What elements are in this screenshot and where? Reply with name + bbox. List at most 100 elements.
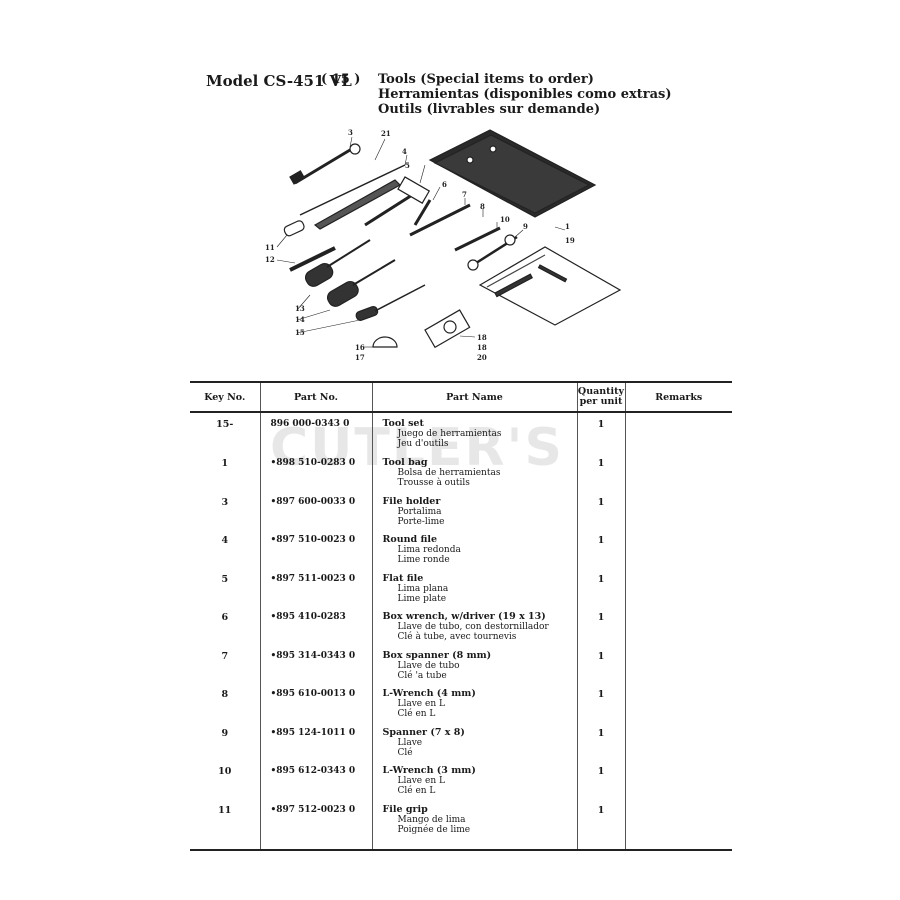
svg-text:10: 10 — [500, 215, 510, 224]
svg-text:5: 5 — [405, 161, 410, 170]
part-number: •898 510-0283 0 — [259, 458, 372, 497]
part-name-french: Jeu d'outils — [397, 439, 449, 449]
table-header-row: Key No. Part No. Part Name Quantity per … — [190, 381, 732, 413]
quantity: 1 — [576, 689, 625, 728]
svg-text:15: 15 — [295, 328, 305, 337]
part-name-spanish: Lima redonda — [397, 545, 461, 555]
part-number: 896 000-0343 0 — [259, 412, 372, 458]
key-no-header: Key No. — [190, 381, 260, 413]
part-name-french: Clé en L — [397, 709, 436, 719]
part-name-french: Clé en L — [397, 786, 436, 796]
part-name-french: Lime plate — [397, 593, 447, 604]
quantity: 1 — [576, 612, 625, 651]
svg-text:7: 7 — [462, 190, 467, 199]
part-name-spanish: Juego de herramientas — [397, 429, 502, 439]
svg-text:18: 18 — [477, 333, 487, 342]
part-number: •895 124-1011 0 — [259, 727, 372, 766]
part-name-english: File holder — [382, 495, 441, 507]
part-name-spanish: Portalima — [397, 506, 442, 517]
key-number: 9 — [221, 727, 229, 739]
title-english: Tools (Special items to order) — [378, 72, 594, 87]
svg-text:8: 8 — [480, 202, 485, 211]
part-name-english: File grip — [382, 803, 428, 815]
part-name-english: Box wrench, w/driver (19 x 13) — [382, 611, 546, 622]
section-title-block: Tools (Special items to order) Herramien… — [378, 72, 671, 117]
part-name-french: Clé à tube, avec tournevis — [397, 632, 517, 642]
remarks-cell — [624, 766, 732, 805]
part-name-spanish: Lima plana — [397, 583, 449, 594]
model-name: Model CS-451 VL — [206, 72, 352, 90]
part-name-english: Spanner (7 x 8) — [382, 726, 465, 738]
part-number: •897 511-0023 0 — [259, 573, 372, 612]
svg-text:16: 16 — [355, 343, 365, 352]
part-name-cell: Box wrench, w/driver (19 x 13)Llave de t… — [371, 611, 577, 651]
svg-text:9: 9 — [523, 222, 528, 231]
key-number: 4 — [221, 535, 229, 546]
parts-table: Key No. Part No. Part Name Quantity per … — [190, 381, 732, 851]
section-titles: ( 15 ) — [321, 72, 360, 87]
instruction-manual-illustration — [478, 246, 622, 326]
remarks-cell — [624, 535, 732, 574]
svg-text:14: 14 — [295, 315, 305, 324]
remarks-cell — [624, 689, 732, 728]
remarks-header: Remarks — [624, 381, 732, 413]
part-name-english: Flat file — [382, 572, 424, 584]
key-number: 11 — [190, 804, 260, 851]
quantity: 1 — [576, 804, 625, 851]
part-name-french: Trousse à outils — [397, 478, 470, 488]
part-name-spanish: Mango de lima — [397, 814, 466, 825]
svg-text:17: 17 — [355, 353, 365, 362]
quantity: 1 — [576, 412, 625, 458]
part-number: •897 512-0023 0 — [259, 804, 372, 851]
key-number: 8 — [221, 689, 229, 700]
quantity: 1 — [576, 535, 625, 574]
quantity-header: Quantity per unit — [576, 381, 625, 413]
part-number: •895 612-0343 0 — [259, 766, 372, 805]
key-number: 10 — [218, 766, 232, 777]
quantity: 1 — [576, 573, 625, 612]
remarks-cell — [624, 804, 732, 851]
svg-text:19: 19 — [565, 236, 575, 245]
key-number: 5 — [221, 573, 229, 585]
part-name-spanish: Llave en L — [397, 776, 445, 786]
part-name-french: Clé 'a tube — [397, 670, 447, 681]
remarks-cell — [624, 727, 732, 766]
part-name-english: L-Wrench (3 mm) — [382, 765, 476, 776]
part-name-english: Tool set — [382, 418, 424, 429]
part-name-spanish: Llave en L — [397, 699, 445, 709]
quantity-header-line2: per unit — [579, 396, 623, 407]
quantity-header-line1: Quantity — [577, 386, 625, 397]
model-title: Model CS-451 VL — [206, 72, 352, 90]
quantity: 1 — [576, 727, 625, 766]
remarks-cell — [624, 458, 732, 497]
part-name-english: Box spanner (8 mm) — [382, 649, 492, 661]
svg-text:11: 11 — [265, 243, 275, 252]
part-number: •895 610-0013 0 — [259, 689, 372, 728]
key-number: 15- — [216, 419, 234, 430]
quantity: 1 — [576, 650, 625, 689]
remarks-cell — [624, 650, 732, 689]
key-number: 7 — [221, 650, 229, 662]
key-number: 1 — [221, 458, 229, 469]
part-name-header: Part Name — [371, 381, 577, 413]
svg-text:18: 18 — [477, 343, 487, 352]
title-french: Outils (livrables sur demande) — [378, 102, 601, 117]
key-number: 6 — [221, 612, 229, 623]
part-number: •895 314-0343 0 — [259, 650, 372, 689]
tool-bag-illustration — [428, 129, 597, 218]
part-name-french: Porte-lime — [397, 516, 445, 527]
quantity: 1 — [576, 458, 625, 497]
quantity: 1 — [576, 766, 625, 805]
